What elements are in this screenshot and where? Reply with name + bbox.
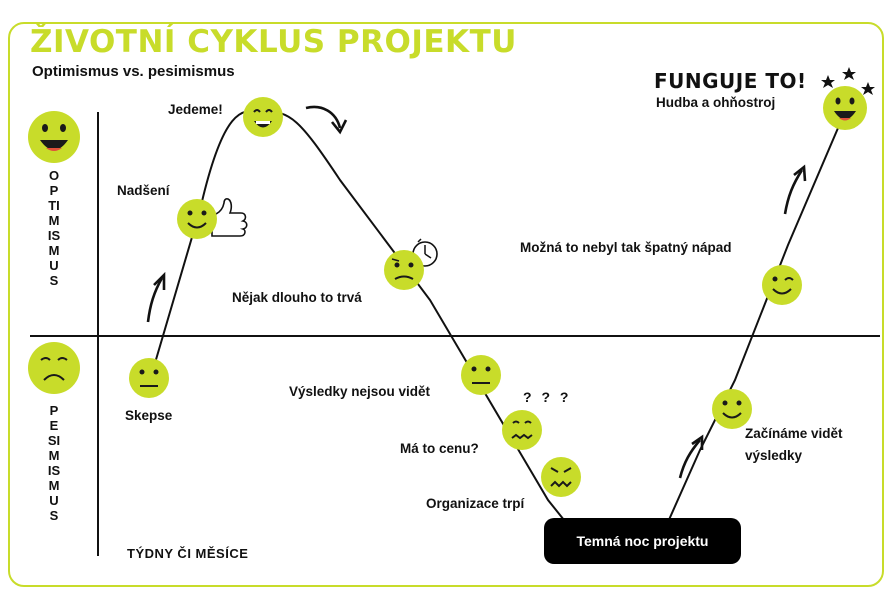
dark-night-badge: Temná noc projektu: [544, 518, 741, 564]
wink-face-mozna-icon: [762, 265, 802, 305]
arrow-up-2-icon: [678, 434, 704, 479]
label-funguje: FUNGUJE TO!: [654, 69, 807, 93]
question-marks: ? ? ?: [523, 389, 572, 405]
label-zaciname-line1: Začínáme vidět: [745, 426, 843, 441]
label-cenu: Má to cenu?: [400, 441, 479, 456]
arrow-curve-down-icon: [305, 105, 348, 135]
angry-face-trpi-icon: [541, 457, 581, 497]
label-zaciname-line2: výsledky: [745, 448, 803, 463]
page-title: ŽIVOTNÍ CYKLUS PROJEKTU: [30, 24, 517, 60]
neutral-face-nejsou-videt-icon: [461, 355, 501, 395]
lifecycle-curve: [149, 99, 851, 541]
grin-face-jedeme-icon: [243, 97, 283, 137]
label-trpi: Organizace trpí: [426, 496, 525, 511]
label-nejsou-videt: Výsledky nejsou vidět: [289, 384, 431, 399]
pessimism-axis-label: PESIMISMUS: [47, 403, 61, 523]
label-skepse: Skepse: [125, 408, 173, 423]
frame-border: [8, 22, 884, 587]
neutral-face-skepse-icon: [129, 358, 169, 398]
sad-face-large-icon: [28, 342, 80, 394]
thumbs-up-icon: [211, 198, 248, 237]
optimism-axis-label: OPTIMISMUS: [47, 168, 61, 288]
label-hudba: Hudba a ohňostroj: [656, 95, 776, 110]
arrow-up-1-icon: [146, 271, 166, 323]
time-axis-label: TÝDNY ČI MĚSÍCE: [127, 546, 249, 561]
stars-icon: [821, 67, 875, 95]
page-subtitle: Optimismus vs. pesimismus: [32, 63, 235, 80]
worried-face-dlouho-icon: [384, 250, 424, 290]
smile-face-zaciname-icon: [712, 389, 752, 429]
happy-face-funguje-icon: [823, 86, 867, 130]
confused-face-cenu-icon: [502, 410, 542, 450]
arrow-up-3-icon: [783, 164, 807, 215]
label-nadseni: Nadšení: [117, 183, 170, 198]
label-mozna: Možná to nebyl tak špatný nápad: [520, 240, 732, 255]
smile-face-nadseni-icon: [177, 199, 217, 239]
label-dlouho: Nějak dlouho to trvá: [232, 290, 362, 305]
happy-face-large-icon: [28, 111, 80, 163]
label-jedeme: Jedeme!: [168, 102, 223, 117]
